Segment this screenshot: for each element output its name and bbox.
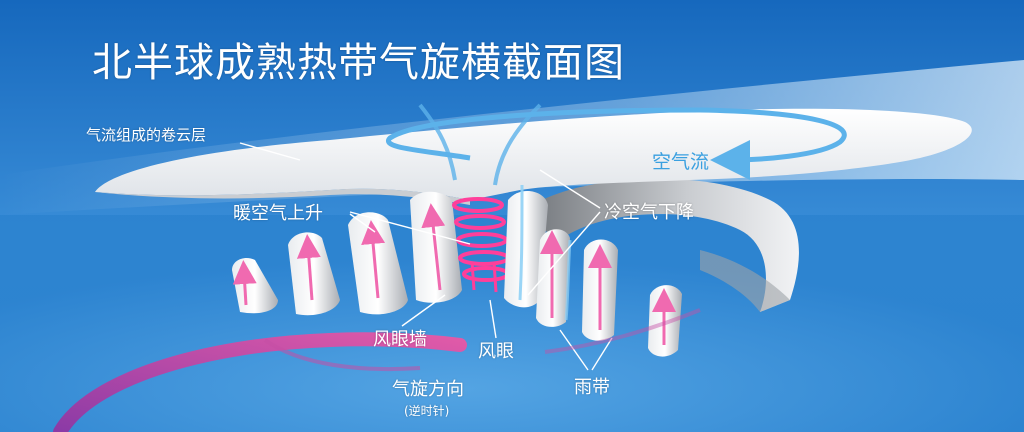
cold-arrow	[518, 184, 524, 301]
label-eye: 风眼	[478, 341, 514, 362]
warm-arrow	[296, 234, 321, 301]
wall-segment	[504, 190, 548, 308]
eye-down-arrow	[492, 261, 498, 293]
label-rotation-direction: 气旋方向	[392, 379, 464, 400]
outflow-arrow-left	[418, 103, 457, 181]
leader-eyewall	[401, 294, 446, 327]
ring-shadow	[700, 250, 790, 312]
leader-cold-2	[527, 211, 601, 296]
label-cirrus-layer: 气流组成的卷云层	[86, 126, 207, 144]
leader-warm-2	[349, 213, 376, 233]
leader-eye	[489, 299, 497, 339]
cold-arrow	[564, 239, 572, 321]
label-rain-bands: 雨带	[574, 377, 610, 398]
label-airflow: 空气流	[652, 151, 710, 173]
warm-arrow	[361, 220, 386, 299]
warm-arrow	[421, 203, 446, 291]
anvil-underside	[95, 188, 470, 205]
leader-cirrus	[239, 142, 301, 161]
rotation-arrow-right	[544, 308, 701, 354]
warm-arrow	[232, 260, 257, 306]
right-warm-arrows	[540, 230, 676, 345]
leader-warm-1	[349, 211, 471, 245]
leader-rain-2	[591, 337, 613, 371]
cold-air-arrows	[518, 184, 572, 321]
label-rotation-note: (逆时针)	[404, 404, 450, 418]
eye-down-arrow	[470, 261, 476, 291]
label-cold-air-sinking: 冷空气下降	[604, 202, 694, 223]
airflow-arrow	[385, 107, 847, 180]
warm-air-arrows	[232, 203, 446, 306]
leader-lines	[239, 142, 613, 371]
label-warm-air-rising: 暖空气上升	[233, 203, 323, 224]
rotation-arrow-inner	[263, 338, 421, 372]
back-cloud-ring	[520, 178, 799, 312]
rotation-arrow-main	[53, 332, 467, 432]
diagram-title: 北半球成熟热带气旋横截面图	[92, 40, 625, 86]
outflow-arrow-right	[493, 103, 542, 186]
cirrus-anvil-cloud	[95, 108, 972, 200]
label-eyewall: 风眼墙	[373, 329, 427, 350]
leader-cold-1	[539, 169, 601, 209]
leader-rain-1	[559, 329, 589, 371]
